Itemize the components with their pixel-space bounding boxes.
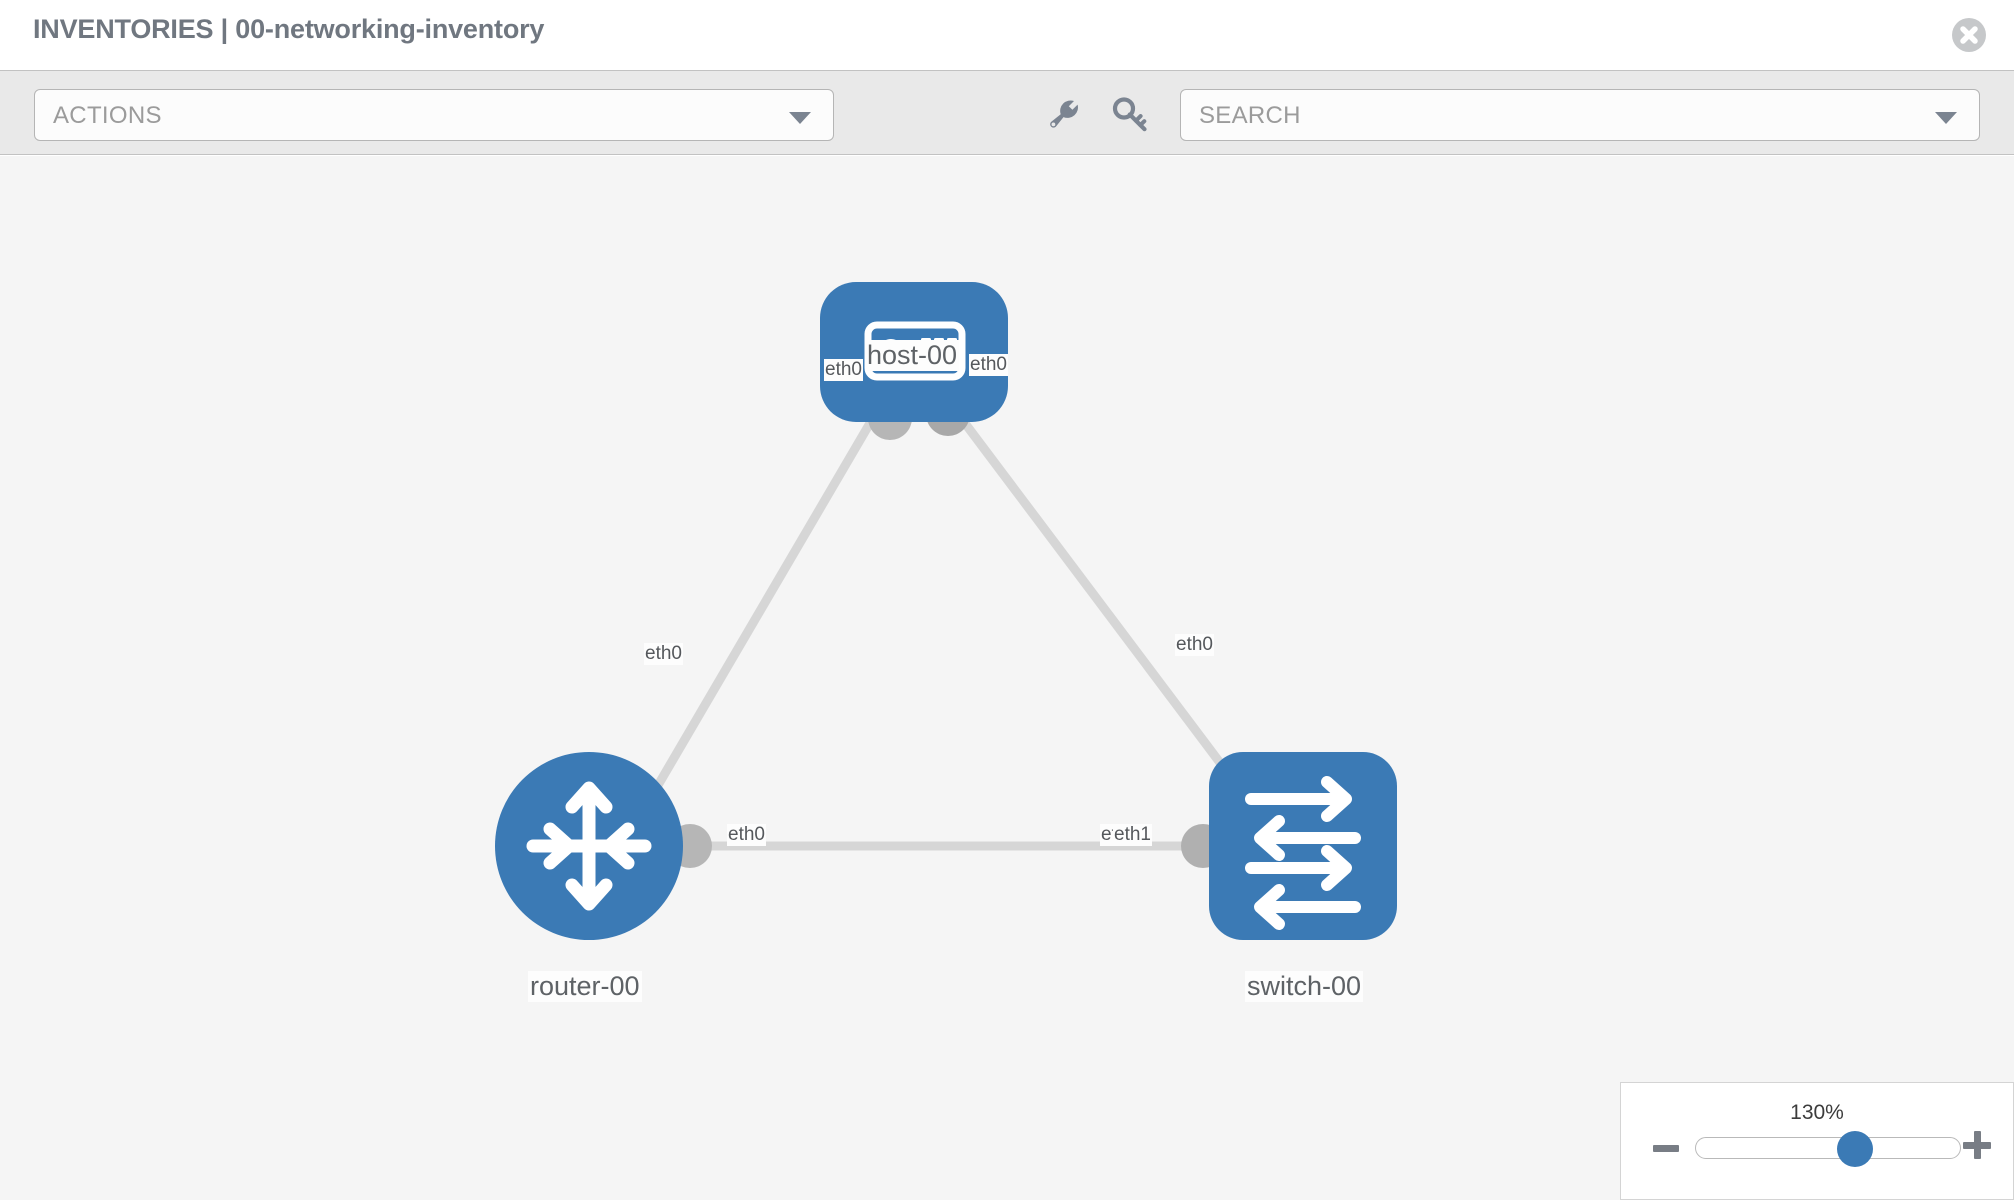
- search-placeholder: SEARCH: [1199, 102, 1301, 129]
- topology-graph: [495, 282, 1397, 940]
- graph-endpoints: [668, 392, 1255, 868]
- zoom-control: 130%: [1620, 1082, 2014, 1200]
- iface-label-router-switch: eth0: [727, 824, 766, 846]
- toolbar: ACTIONS SEARCH: [0, 70, 2014, 155]
- zoom-percent-label: 130%: [1790, 1101, 1844, 1124]
- graph-links: [636, 403, 1249, 851]
- iface-label-host-router: eth0: [824, 359, 863, 381]
- zoom-out-button[interactable]: [1653, 1145, 1679, 1152]
- iface-label-switch-host: eth0: [1175, 634, 1214, 656]
- iface-label-switch-router: eth1: [1113, 824, 1152, 846]
- node-label-switch-00: switch-00: [1245, 971, 1364, 1002]
- node-label-router-00: router-00: [528, 971, 642, 1002]
- zoom-in-button[interactable]: [1963, 1131, 1991, 1159]
- chevron-down-icon: [789, 112, 811, 124]
- node-switch-00: [1209, 752, 1397, 940]
- chevron-down-icon[interactable]: [1935, 112, 1957, 124]
- actions-dropdown[interactable]: ACTIONS: [34, 89, 834, 141]
- search-input[interactable]: SEARCH: [1180, 89, 1980, 141]
- iface-label-host-switch: eth0: [969, 354, 1008, 376]
- page-header: INVENTORIES | 00-networking-inventory: [0, 0, 2014, 70]
- zoom-slider[interactable]: [1695, 1131, 1961, 1167]
- close-icon[interactable]: [1952, 18, 1986, 52]
- topology-canvas[interactable]: host-00 router-00 switch-00 eth0 eth0 et…: [0, 156, 2014, 1200]
- node-router-00: [495, 752, 683, 940]
- page-title: INVENTORIES | 00-networking-inventory: [33, 14, 545, 44]
- link-host-router: [636, 403, 884, 819]
- node-label-host-00: host-00: [865, 340, 960, 371]
- link-host-switch: [948, 403, 1249, 799]
- key-icon[interactable]: [1110, 95, 1152, 137]
- actions-dropdown-label: ACTIONS: [53, 102, 162, 129]
- iface-label-router-host: eth0: [644, 643, 683, 665]
- wrench-icon[interactable]: [1043, 95, 1085, 137]
- zoom-slider-thumb[interactable]: [1837, 1131, 1873, 1167]
